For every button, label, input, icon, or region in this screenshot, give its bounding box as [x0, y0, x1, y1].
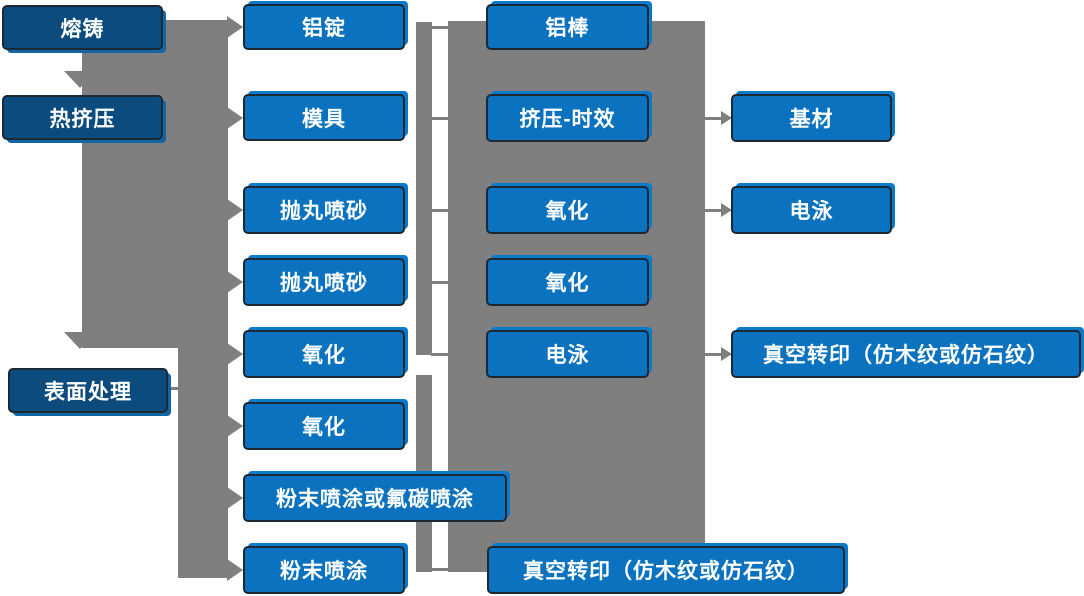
node-electrophoresis-2: 电泳	[731, 186, 892, 234]
node-vacuum-transfer-bottom: 真空转印（仿木纹或仿石纹）	[487, 546, 845, 594]
connector-row8-link	[431, 568, 448, 571]
node-mold: 模具	[243, 94, 405, 141]
node-oxidation-3: 氧化	[486, 186, 649, 234]
connector-to-base-material	[705, 117, 721, 120]
node-shot-blast-2: 抛丸喷砂	[243, 258, 405, 306]
node-hot-extrusion: 热挤压	[2, 95, 163, 140]
node-melt: 熔铸	[2, 5, 163, 50]
connector-left-trunk	[82, 20, 228, 348]
arrow-to-powder-icon	[227, 559, 243, 581]
arrow-to-oxidation-1-icon	[227, 343, 243, 365]
connector-to-vacuum-transfer-right	[705, 353, 721, 356]
node-surface-treatment: 表面处理	[8, 368, 168, 413]
node-shot-blast-1: 抛丸喷砂	[243, 186, 405, 234]
connector-row4-link	[431, 281, 448, 284]
node-extrusion-aging: 挤压-时效	[486, 94, 649, 142]
node-base-material: 基材	[731, 94, 892, 142]
node-powder-or-fluorocarbon: 粉末喷涂或氟碳喷涂	[243, 474, 507, 522]
arrow-to-shot-blast-2-icon	[227, 271, 243, 293]
connector-row3-link	[431, 209, 448, 212]
arrow-to-electrophoresis-2-icon	[721, 203, 732, 217]
node-oxidation-4: 氧化	[486, 258, 649, 306]
node-oxidation-1: 氧化	[243, 330, 405, 378]
arrow-down-to-surface-treatment-icon	[64, 332, 96, 349]
arrow-to-vacuum-transfer-right-icon	[721, 347, 732, 361]
arrow-to-oxidation-2-icon	[227, 415, 243, 437]
node-powder: 粉末喷涂	[243, 546, 405, 594]
node-oxidation-2: 氧化	[243, 402, 405, 450]
connector-row2-link	[431, 117, 448, 120]
connector-middle-bus-lower	[416, 375, 432, 572]
connector-left-trunk-lower	[178, 348, 228, 578]
connector-row1-link	[431, 26, 448, 29]
arrow-to-powder-fluorocarbon-icon	[227, 487, 243, 509]
node-vacuum-transfer-right: 真空转印（仿木纹或仿石纹）	[731, 330, 1081, 378]
arrow-to-shot-blast-1-icon	[227, 199, 243, 221]
node-aluminum-rod: 铝棒	[486, 4, 649, 50]
connector-surface-treatment-link	[166, 387, 178, 390]
node-electrophoresis-1: 电泳	[486, 330, 649, 378]
arrow-to-mold-icon	[227, 107, 243, 129]
arrow-to-base-material-icon	[721, 111, 732, 125]
arrow-down-to-hot-extrusion-icon	[64, 71, 96, 88]
arrow-to-aluminum-ingot-icon	[227, 16, 243, 38]
connector-to-electrophoresis-2	[705, 209, 721, 212]
node-aluminum-ingot: 铝锭	[243, 4, 405, 50]
connector-middle-bus-upper	[416, 22, 432, 355]
connector-row5-link	[431, 353, 448, 356]
